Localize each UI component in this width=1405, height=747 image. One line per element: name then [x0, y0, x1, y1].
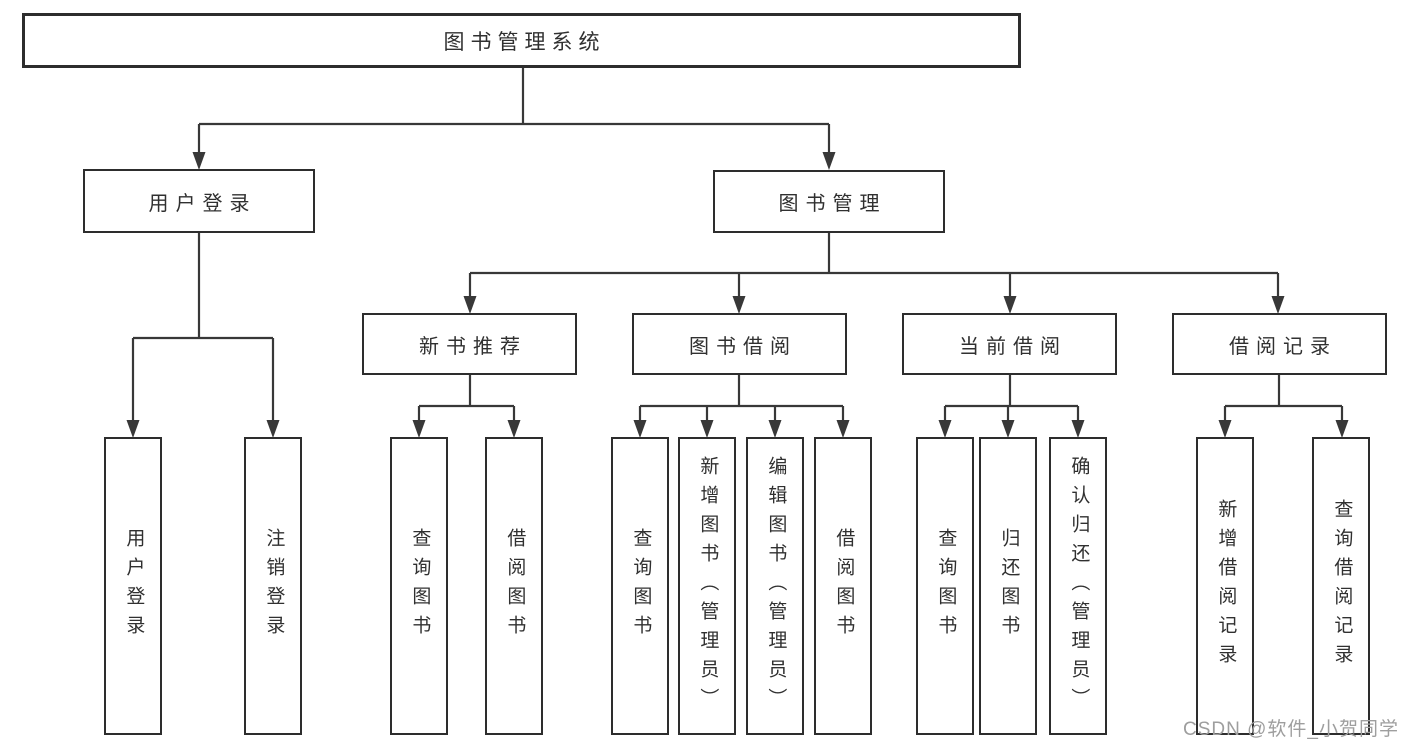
leaf-label: 注销登录	[263, 528, 285, 644]
leaf-current-return-books: 归还图书	[979, 437, 1037, 735]
leaf-label: 查询图书	[409, 528, 431, 644]
leaf-label: 借阅图书	[504, 528, 526, 644]
leaf-recommend-query-books: 查询图书	[390, 437, 448, 735]
node-label: 借阅记录	[1229, 335, 1337, 358]
node-book-management: 图书管理	[713, 170, 945, 233]
node-label: 图书管理系统	[443, 30, 606, 54]
node-book-borrow: 图书借阅	[632, 313, 847, 375]
node-label: 当前借阅	[959, 335, 1067, 358]
csdn-watermark: CSDN @软件_小贺同学	[1183, 719, 1399, 740]
node-library-management-system: 图书管理系统	[22, 13, 1021, 68]
leaf-borrow-add-books-admin: 新增图书（管理员）	[678, 437, 736, 735]
leaf-label: 用户登录	[123, 528, 145, 644]
leaf-label: 新增图书（管理员）	[697, 455, 719, 717]
leaf-label: 新增借阅记录	[1215, 499, 1237, 673]
node-label: 新书推荐	[419, 335, 527, 358]
leaf-label: 查询图书	[630, 528, 652, 644]
leaf-user-login: 用户登录	[104, 437, 162, 735]
leaf-borrow-query-books: 查询图书	[611, 437, 669, 735]
node-new-book-recommend: 新书推荐	[362, 313, 577, 375]
leaf-label: 查询图书	[935, 528, 957, 644]
leaf-label: 归还图书	[998, 528, 1020, 644]
leaf-records-add-record: 新增借阅记录	[1196, 437, 1254, 735]
node-user-login: 用户登录	[83, 169, 315, 233]
leaf-borrow-borrow-books: 借阅图书	[814, 437, 872, 735]
node-current-borrow: 当前借阅	[902, 313, 1117, 375]
leaf-label: 编辑图书（管理员）	[765, 455, 787, 717]
leaf-current-query-books: 查询图书	[916, 437, 974, 735]
leaf-label: 确认归还（管理员）	[1068, 455, 1090, 717]
leaf-current-confirm-return-admin: 确认归还（管理员）	[1049, 437, 1107, 735]
node-label: 图书借阅	[689, 335, 797, 358]
leaf-label: 借阅图书	[833, 528, 855, 644]
leaf-borrow-edit-books-admin: 编辑图书（管理员）	[746, 437, 804, 735]
leaf-logout: 注销登录	[244, 437, 302, 735]
node-label: 用户登录	[148, 192, 257, 215]
leaf-records-query-record: 查询借阅记录	[1312, 437, 1370, 735]
node-label: 图书管理	[778, 193, 887, 215]
node-borrow-records: 借阅记录	[1172, 313, 1387, 375]
leaf-label: 查询借阅记录	[1331, 499, 1353, 673]
leaf-recommend-borrow-books: 借阅图书	[485, 437, 543, 735]
